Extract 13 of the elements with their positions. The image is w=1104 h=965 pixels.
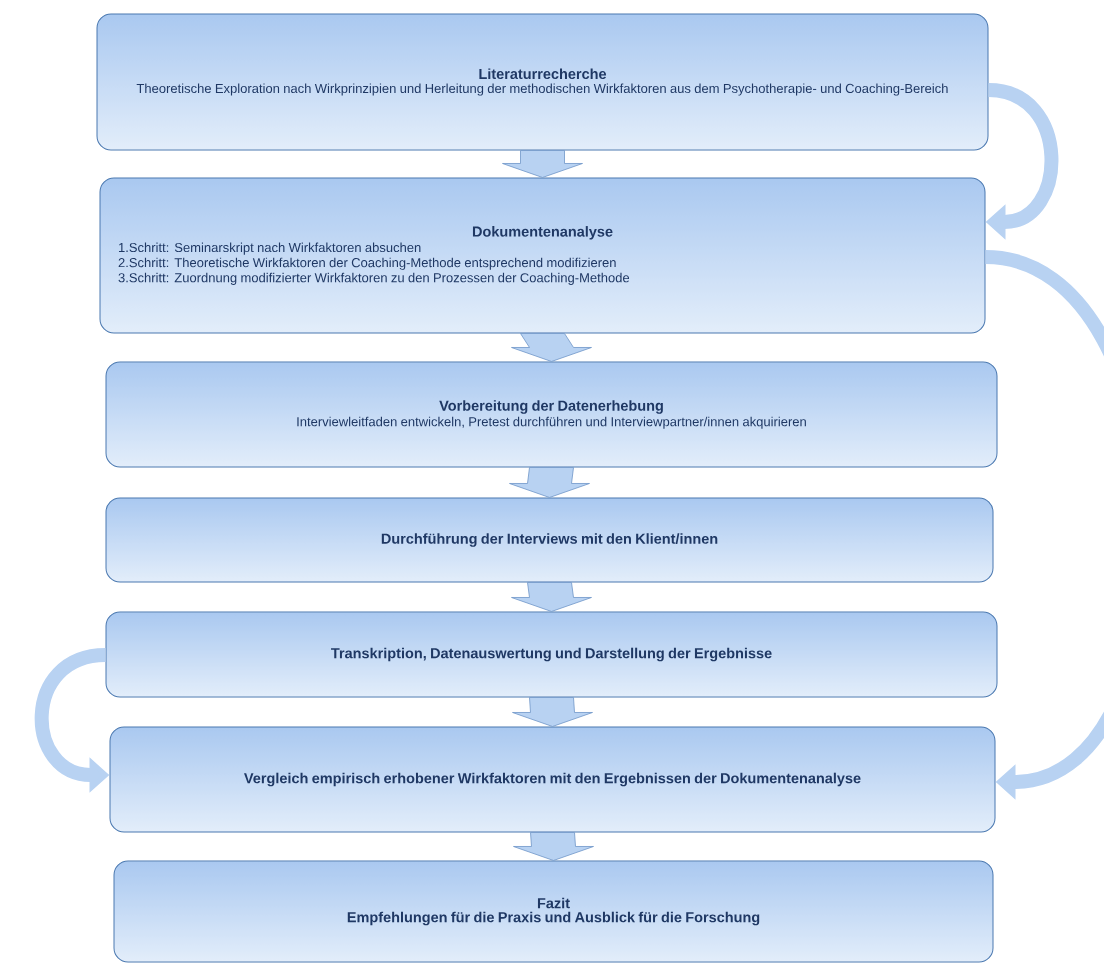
block-arrow	[509, 467, 590, 498]
block-arrow	[513, 832, 594, 861]
process-box: Vergleich empirisch erhobener Wirkfaktoren mit den Ergebnissen der Dokumentenanalyse	[109, 726, 996, 833]
block-arrow	[502, 150, 583, 178]
process-box: Durchführung der Interviews mit den Klient/innen	[105, 497, 994, 583]
block-arrow	[512, 697, 593, 727]
process-box: Dokumentenanalyse 1.Schritt: Seminarskript nach Wirkfaktoren absuchen 2.Schritt: Theoretische Wirkfaktoren der Coaching-Methode entsprechend modifizieren 3.Schritt: Zuordnung modifizierter Wirkfaktoren zu den Prozessen der Coaching-Methode	[99, 177, 986, 334]
block-arrow	[511, 582, 592, 612]
process-box: Vorbereitung der Datenerhebung Interviewleitfaden entwickeln, Pretest durchführen und Interviewpartner/innen akquirieren	[105, 361, 998, 468]
process-box: Fazit Empfehlungen für die Praxis und Ausblick für die Forschung	[113, 860, 994, 963]
process-box: Transkription, Datenauswertung und Darstellung der Ergebnisse	[105, 611, 998, 698]
block-arrow	[511, 333, 592, 362]
process-box: Literaturrecherche Theoretische Exploration nach Wirkprinzipien und Herleitung der methodischen Wirkfaktoren aus dem Psychotherapie- und Coaching-Bereich	[96, 13, 989, 151]
